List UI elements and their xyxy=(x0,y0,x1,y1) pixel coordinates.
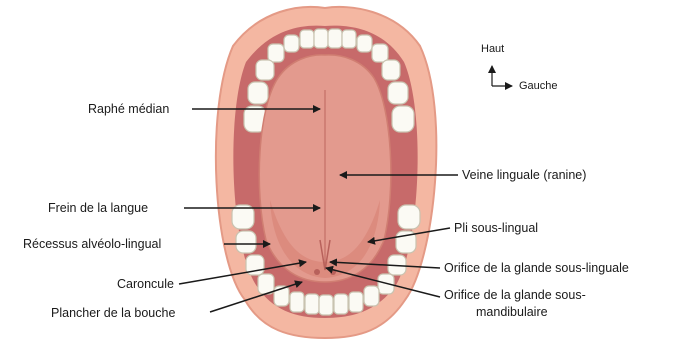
orientation-up-label: Haut xyxy=(481,43,504,55)
label-caroncule: Caroncule xyxy=(117,277,174,292)
label-raphe-median: Raphé médian xyxy=(88,102,169,117)
label-recessus: Récessus alvéolo-lingual xyxy=(23,237,161,252)
caruncle-left xyxy=(314,269,320,275)
label-orifice-submand-1: Orifice de la glande sous- xyxy=(444,288,586,303)
label-veine-linguale: Veine linguale (ranine) xyxy=(462,168,586,183)
label-plancher: Plancher de la bouche xyxy=(51,306,175,321)
label-pli-sublingual: Pli sous-lingual xyxy=(454,221,538,236)
orientation-left-label: Gauche xyxy=(519,80,558,92)
orientation-indicator xyxy=(492,66,512,86)
label-orifice-sublingual: Orifice de la glande sous-linguale xyxy=(444,261,629,276)
label-frein-langue: Frein de la langue xyxy=(48,201,148,216)
label-orifice-submand-2: mandibulaire xyxy=(476,305,548,320)
